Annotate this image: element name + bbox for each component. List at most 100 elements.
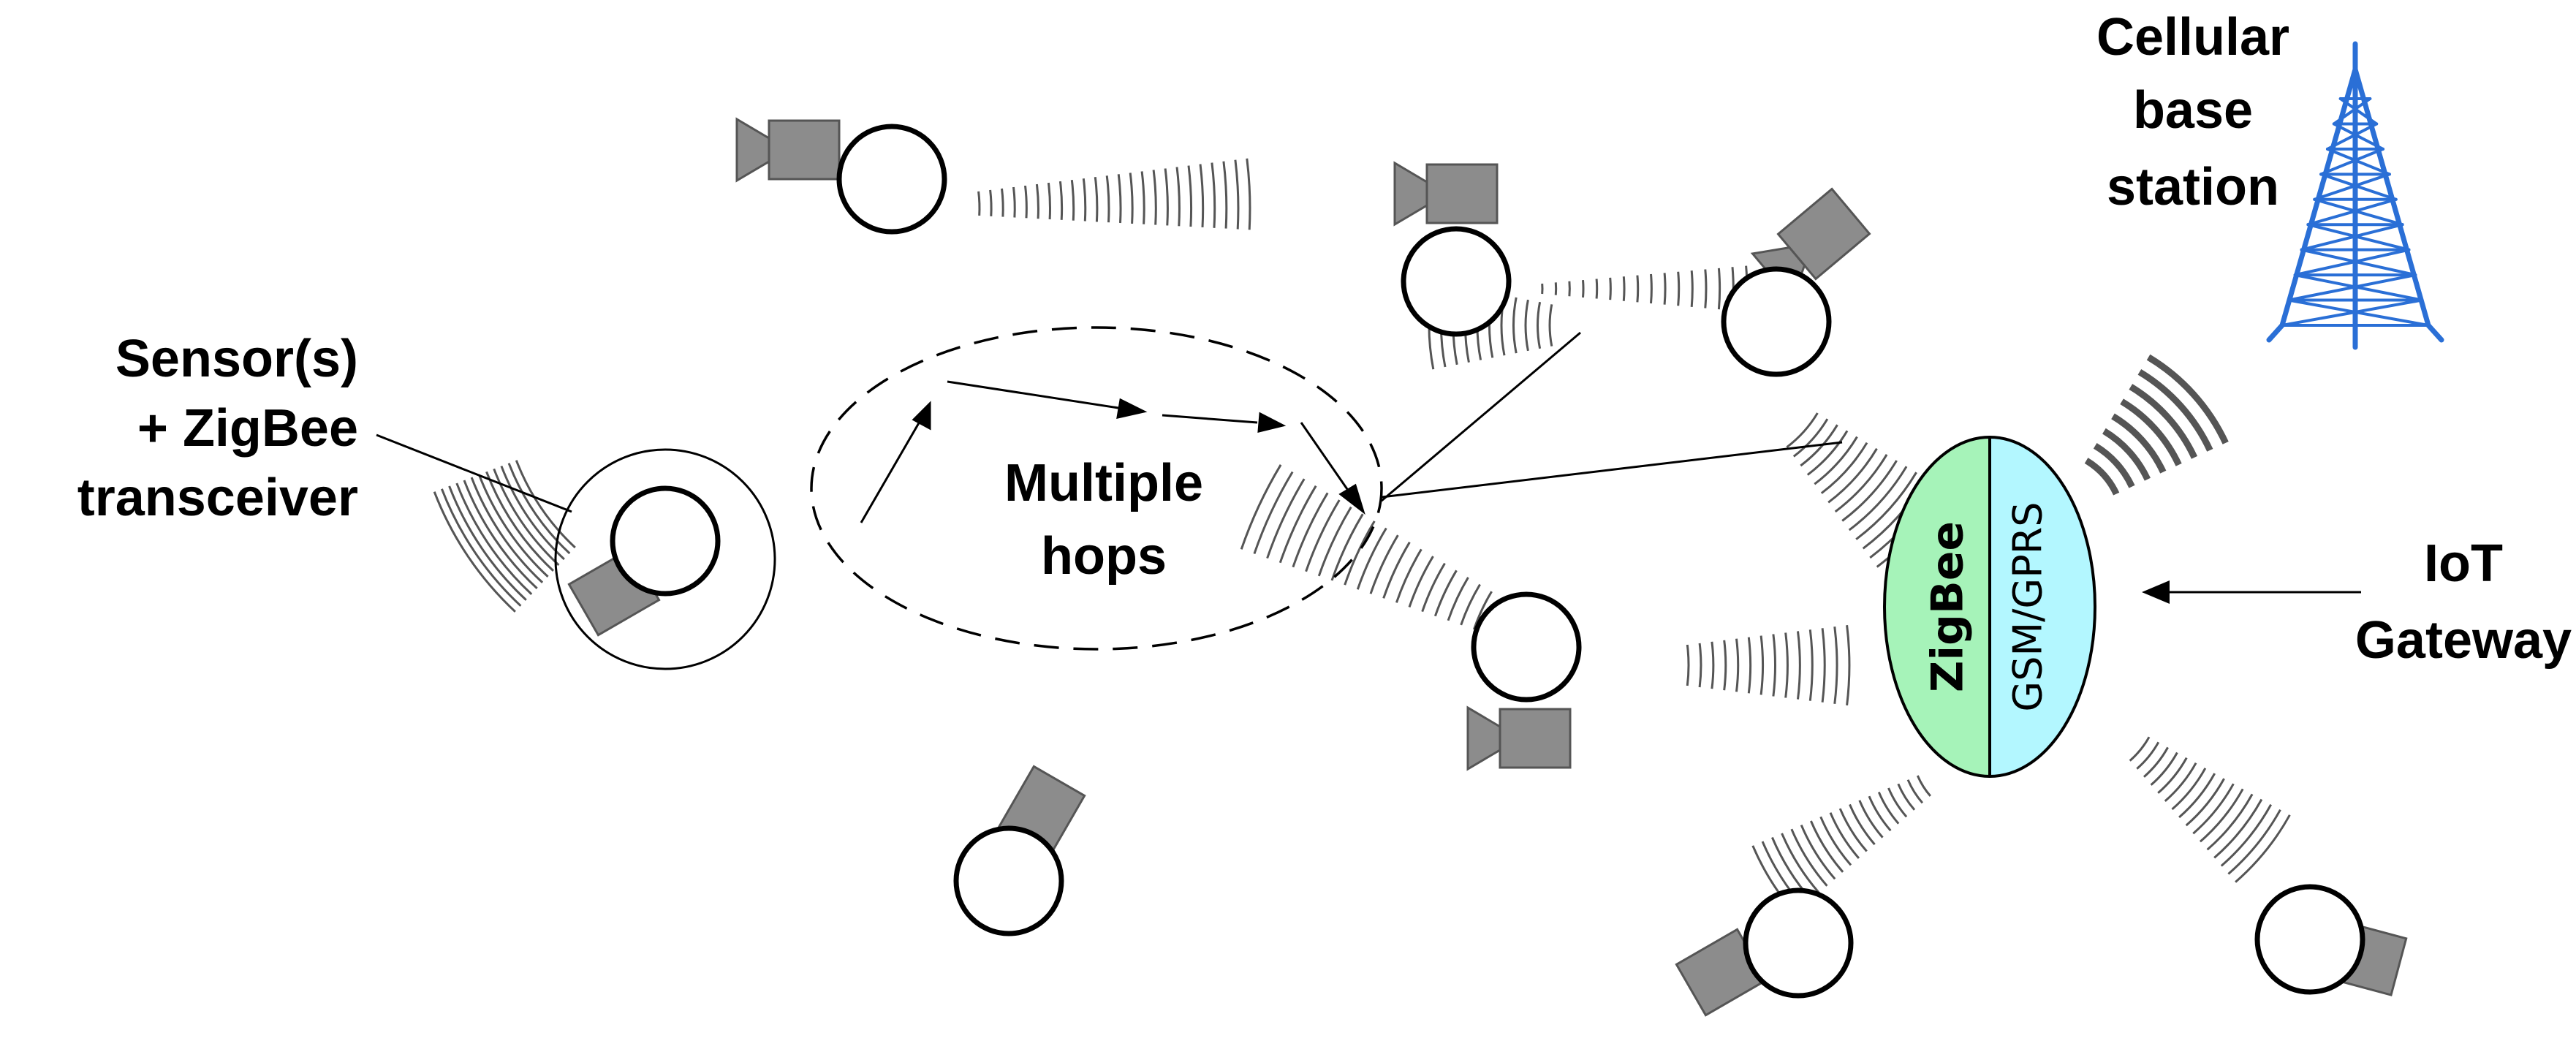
gateway-label-line1: IoT bbox=[2424, 534, 2503, 593]
radio-wave-arc bbox=[1344, 520, 1376, 586]
radio-wave-arc bbox=[1846, 625, 1851, 705]
sensor-node bbox=[953, 765, 1086, 936]
radio-wave-arc bbox=[2227, 809, 2281, 875]
hop-arrow-1 bbox=[860, 416, 924, 523]
radio-wave-arc bbox=[2120, 398, 2182, 466]
radio-wave-arc bbox=[515, 460, 576, 549]
radio-wave-arc bbox=[2178, 773, 2216, 819]
radio-wave-arc bbox=[1152, 170, 1157, 225]
radio-wave-arc bbox=[433, 491, 516, 613]
radio-wave-arc bbox=[1792, 418, 1829, 458]
radio-wave-arc bbox=[1001, 188, 1004, 217]
radio-wave-arc bbox=[1330, 513, 1364, 581]
radio-wave-arc bbox=[1305, 499, 1341, 572]
radio-wave-arc bbox=[455, 482, 533, 595]
sensor-node bbox=[567, 485, 721, 637]
sensor-node-circle bbox=[953, 825, 1064, 936]
radio-wave-arc bbox=[1887, 787, 1908, 818]
diagram-labels: Sensor(s) + ZigBee transceiver Multiple … bbox=[77, 8, 2572, 670]
radio-wave-arc bbox=[1175, 167, 1181, 227]
hops-label-line1: Multiple bbox=[1004, 454, 1203, 512]
connector-lines bbox=[376, 331, 2361, 594]
radio-wave-arc bbox=[1395, 548, 1423, 603]
radio-wave-arc bbox=[1187, 165, 1192, 227]
radio-wave-arc bbox=[1800, 424, 1838, 467]
sensor-label-line3: transceiver bbox=[77, 469, 358, 527]
radio-wave-arc bbox=[485, 471, 555, 572]
radio-wave-arc bbox=[1849, 803, 1876, 846]
radio-wave-arc bbox=[1024, 185, 1028, 219]
radio-wave-arc bbox=[1211, 162, 1216, 228]
radio-wave-arc bbox=[1240, 464, 1282, 550]
radio-wave-arc bbox=[1698, 643, 1702, 688]
radio-wave-arc bbox=[1129, 173, 1134, 224]
radio-wave-arc bbox=[1711, 641, 1715, 689]
radio-wave-arc bbox=[1548, 304, 1553, 347]
radio-wave-arc bbox=[1829, 812, 1860, 859]
radio-wave-arc bbox=[1012, 186, 1016, 218]
gateway-label-line2: Gateway bbox=[2355, 611, 2572, 670]
hop-arrow-3 bbox=[1162, 414, 1258, 424]
radio-wave-arc bbox=[1140, 171, 1145, 224]
hop-arrows bbox=[860, 380, 2170, 604]
radio-wave-arc bbox=[1070, 180, 1075, 221]
radio-wave-arc bbox=[1460, 583, 1481, 626]
radio-wave-arc bbox=[1164, 168, 1169, 226]
sensor-label-line2: + ZigBee bbox=[137, 399, 358, 458]
hop-arrow-2 bbox=[947, 380, 1119, 409]
radio-wave-arc bbox=[448, 485, 527, 601]
hop-arrow-4 bbox=[1300, 422, 1350, 492]
radio-wave-arc bbox=[1786, 412, 1819, 448]
sensor-node-circle bbox=[1401, 226, 1512, 337]
sensor-node-circle bbox=[610, 485, 721, 597]
radio-wave-arc bbox=[989, 189, 993, 216]
radio-wave-arc bbox=[1781, 833, 1820, 894]
radio-wave-arc bbox=[1868, 795, 1892, 832]
radio-wave-arc bbox=[1234, 159, 1240, 230]
radio-wave-arc bbox=[1833, 627, 1838, 704]
radio-wave-arc bbox=[1916, 775, 1931, 797]
radio-wave-arc bbox=[977, 191, 981, 216]
sensor-node bbox=[1466, 591, 1582, 771]
radio-wave-arc bbox=[2206, 793, 2254, 851]
radio-wave-arc bbox=[2199, 788, 2244, 843]
radio-wave-arc bbox=[1433, 569, 1458, 617]
radio-wave-arc bbox=[2157, 757, 2188, 794]
radio-wave-arc bbox=[1810, 820, 1844, 873]
hop-arrow-4-head bbox=[1338, 483, 1365, 515]
radio-wave-arc bbox=[1246, 158, 1251, 230]
radio-wave-arc bbox=[2136, 741, 2160, 770]
radio-wave-arc bbox=[1650, 273, 1653, 304]
radio-wave-arc bbox=[1094, 177, 1099, 222]
sensor-node-circle bbox=[1471, 591, 1582, 703]
radio-wave-arc bbox=[2235, 814, 2291, 883]
radio-wave-arc bbox=[2220, 803, 2273, 867]
radio-wave-group bbox=[433, 460, 576, 613]
sensor-node bbox=[735, 117, 947, 235]
radio-wave-arc bbox=[1686, 644, 1690, 686]
radio-wave-arc bbox=[493, 468, 560, 567]
gateway-gsm-label: GSM/GPRS bbox=[2005, 501, 2051, 711]
radio-wave-arc bbox=[2143, 746, 2169, 778]
sensor-label-line1: Sensor(s) bbox=[115, 330, 358, 388]
radio-wave-arc bbox=[463, 480, 538, 589]
radio-wave-arc bbox=[2093, 442, 2135, 488]
sensor-node bbox=[1675, 887, 1854, 1017]
radio-wave-arc bbox=[2192, 783, 2235, 835]
hop-arrow-3-head bbox=[1257, 412, 1287, 433]
radio-wave-arc bbox=[1199, 164, 1205, 227]
radio-wave-arc bbox=[1524, 299, 1529, 352]
sensor-node bbox=[1721, 187, 1871, 377]
radio-wave-arc bbox=[1800, 825, 1836, 880]
radio-wave-arc bbox=[1058, 181, 1064, 220]
radio-wave-group bbox=[2129, 736, 2291, 883]
radio-wave-arc bbox=[1838, 808, 1868, 852]
radio-wave-arc bbox=[2213, 798, 2263, 859]
radio-wave-arc bbox=[1636, 275, 1640, 303]
radio-wave-arc bbox=[440, 488, 522, 607]
radio-wave-arc bbox=[1677, 271, 1681, 306]
radio-wave-arc bbox=[1035, 183, 1039, 219]
radio-wave-arc bbox=[1609, 277, 1612, 300]
radio-wave-arc bbox=[2084, 458, 2120, 496]
